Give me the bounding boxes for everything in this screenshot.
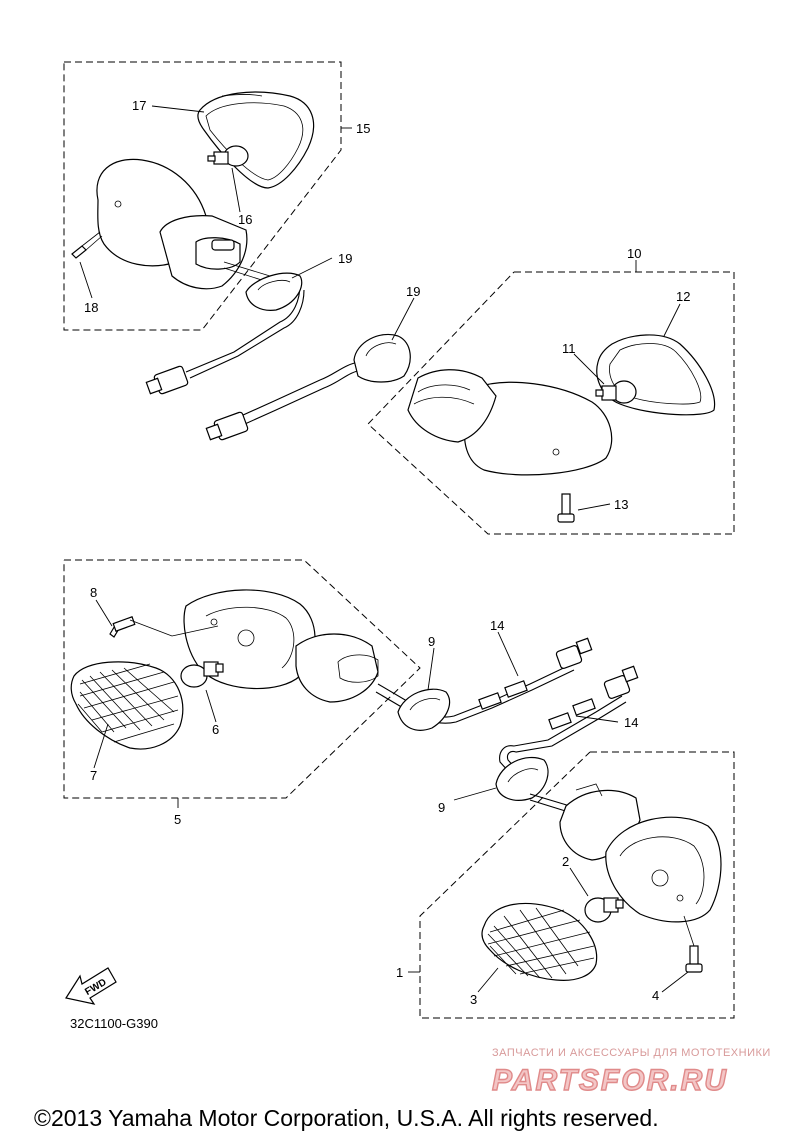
housing-1 [559, 783, 722, 923]
screw-13 [557, 493, 575, 523]
callout-11: 11 [562, 341, 576, 356]
lens-3 [481, 902, 598, 981]
assembly-5-boundary [63, 559, 421, 799]
callout-labels: 17 16 18 15 19 19 10 12 11 13 8 9 14 6 7… [84, 98, 690, 1007]
callout-14-lower: 14 [624, 715, 638, 730]
copyright-notice: ©2013 Yamaha Motor Corporation, U.S.A. A… [34, 1105, 659, 1131]
assembly-1-group [419, 665, 735, 1019]
housing-5 [183, 589, 379, 703]
screw-18 [71, 231, 103, 259]
bulb-2 [584, 897, 624, 923]
wire-harness-upper-mid [205, 333, 411, 441]
grommet-9-upper [397, 688, 451, 731]
housing-10 [407, 369, 613, 476]
callout-3: 3 [470, 992, 477, 1007]
grommet-9-lower [495, 756, 549, 801]
callout-7: 7 [90, 768, 97, 783]
wire-14-lower [548, 665, 639, 730]
assembly-10-group [367, 271, 735, 535]
lens-12 [596, 334, 716, 416]
callout-19-upper: 19 [338, 251, 352, 266]
callout-1: 1 [396, 965, 403, 980]
callout-12: 12 [676, 289, 690, 304]
leader-lines [79, 105, 689, 993]
assembly-15-boundary [63, 61, 342, 331]
fwd-arrow-icon: FWD [65, 967, 117, 1005]
grommet-19-upper [245, 272, 303, 311]
assembly-10-boundary [367, 271, 735, 535]
bulb-6 [180, 661, 224, 688]
wire-14-upper [478, 637, 593, 710]
assembly-15-group [63, 61, 342, 331]
screw-8 [109, 616, 136, 638]
wire-harness-upper-left [145, 272, 305, 395]
watermark: ЗАПЧАСТИ И АКСЕССУАРЫ ДЛЯ МОТОТЕХНИКИ PA… [491, 1047, 771, 1098]
grommet-19-lower [353, 333, 411, 383]
callout-13: 13 [614, 497, 628, 512]
assembly-5-group [63, 559, 593, 799]
lens-7 [70, 661, 184, 750]
callout-2: 2 [562, 854, 569, 869]
callout-5: 5 [174, 812, 181, 827]
housing-15 [96, 158, 271, 290]
callout-6: 6 [212, 722, 219, 737]
callout-15: 15 [356, 121, 370, 136]
watermark-brand: PARTSFOR.RU [492, 1064, 728, 1097]
bulb-16 [207, 145, 249, 167]
watermark-subtitle: ЗАПЧАСТИ И АКСЕССУАРЫ ДЛЯ МОТОТЕХНИКИ [492, 1047, 771, 1059]
callout-9-upper: 9 [428, 634, 435, 649]
callout-4: 4 [652, 988, 659, 1003]
lens-17 [197, 91, 315, 189]
callout-16: 16 [238, 212, 252, 227]
callout-18: 18 [84, 300, 98, 315]
callout-19-lower: 19 [406, 284, 420, 299]
callout-10: 10 [627, 246, 641, 261]
diagram-part-code: 32C1100-G390 [70, 1016, 158, 1031]
bulb-11 [595, 380, 637, 404]
callout-17: 17 [132, 98, 146, 113]
callout-8: 8 [90, 585, 97, 600]
screw-4 [685, 945, 703, 973]
callout-9-lower: 9 [438, 800, 445, 815]
callout-14-upper: 14 [490, 618, 504, 633]
assembly-1-boundary [419, 751, 735, 1019]
